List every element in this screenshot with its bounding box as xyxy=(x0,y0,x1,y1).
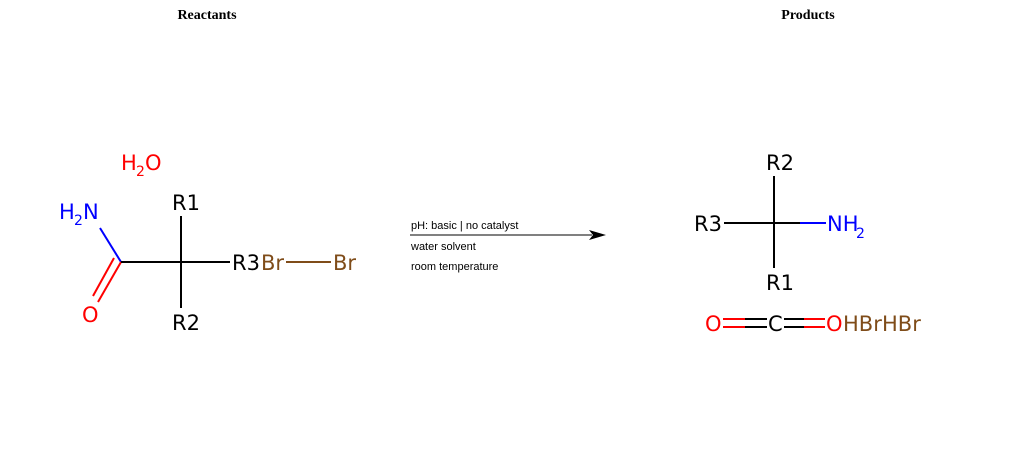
amine-molecule: R2 R1 R3 NH 2 xyxy=(694,151,865,295)
bond-c-o-2 xyxy=(92,257,115,297)
product-nh-label: NH xyxy=(827,212,859,236)
condition-temperature: room temperature xyxy=(411,261,498,273)
products-title: Products xyxy=(781,8,835,23)
product-r1-label: R1 xyxy=(766,271,794,295)
amide-h-label: H xyxy=(59,200,75,224)
condition-ph: pH: basic | no catalyst xyxy=(411,220,518,232)
product-r3-label: R3 xyxy=(694,212,722,236)
bond-c-o-1 xyxy=(97,261,122,303)
br-label-1: Br xyxy=(261,251,284,275)
hbr-molecules: HBr HBr xyxy=(843,312,921,336)
amide-molecule: H 2 N O R1 R2 R3 xyxy=(59,191,260,335)
co2-o-label-2: O xyxy=(826,312,843,336)
br-label-2: Br xyxy=(333,251,356,275)
r1-label: R1 xyxy=(172,191,200,215)
water-subscript: 2 xyxy=(136,164,145,180)
bromine-molecule: Br Br xyxy=(261,251,356,275)
amide-n-label: N xyxy=(83,200,99,224)
water-h-label: H xyxy=(121,151,137,175)
hbr-label-2: HBr xyxy=(882,312,921,336)
product-nh-subscript: 2 xyxy=(856,226,865,242)
reaction-arrow-group: pH: basic | no catalyst water solvent ro… xyxy=(410,220,606,273)
product-r2-label: R2 xyxy=(766,151,794,175)
amide-o-label: O xyxy=(82,303,99,327)
water-molecule: H 2 O xyxy=(121,151,162,180)
co2-o-label-1: O xyxy=(705,312,722,336)
arrow-head-icon xyxy=(589,230,606,240)
co2-molecule: O C O xyxy=(705,312,843,336)
r3-label: R3 xyxy=(232,251,260,275)
hbr-label-1: HBr xyxy=(843,312,882,336)
condition-solvent: water solvent xyxy=(410,241,476,253)
amide-nh-subscript: 2 xyxy=(74,213,83,229)
bond-c-n xyxy=(99,227,122,263)
water-o-label: O xyxy=(145,151,162,175)
reactants-title: Reactants xyxy=(177,8,237,23)
co2-c-label: C xyxy=(768,312,783,336)
r2-label: R2 xyxy=(172,311,200,335)
